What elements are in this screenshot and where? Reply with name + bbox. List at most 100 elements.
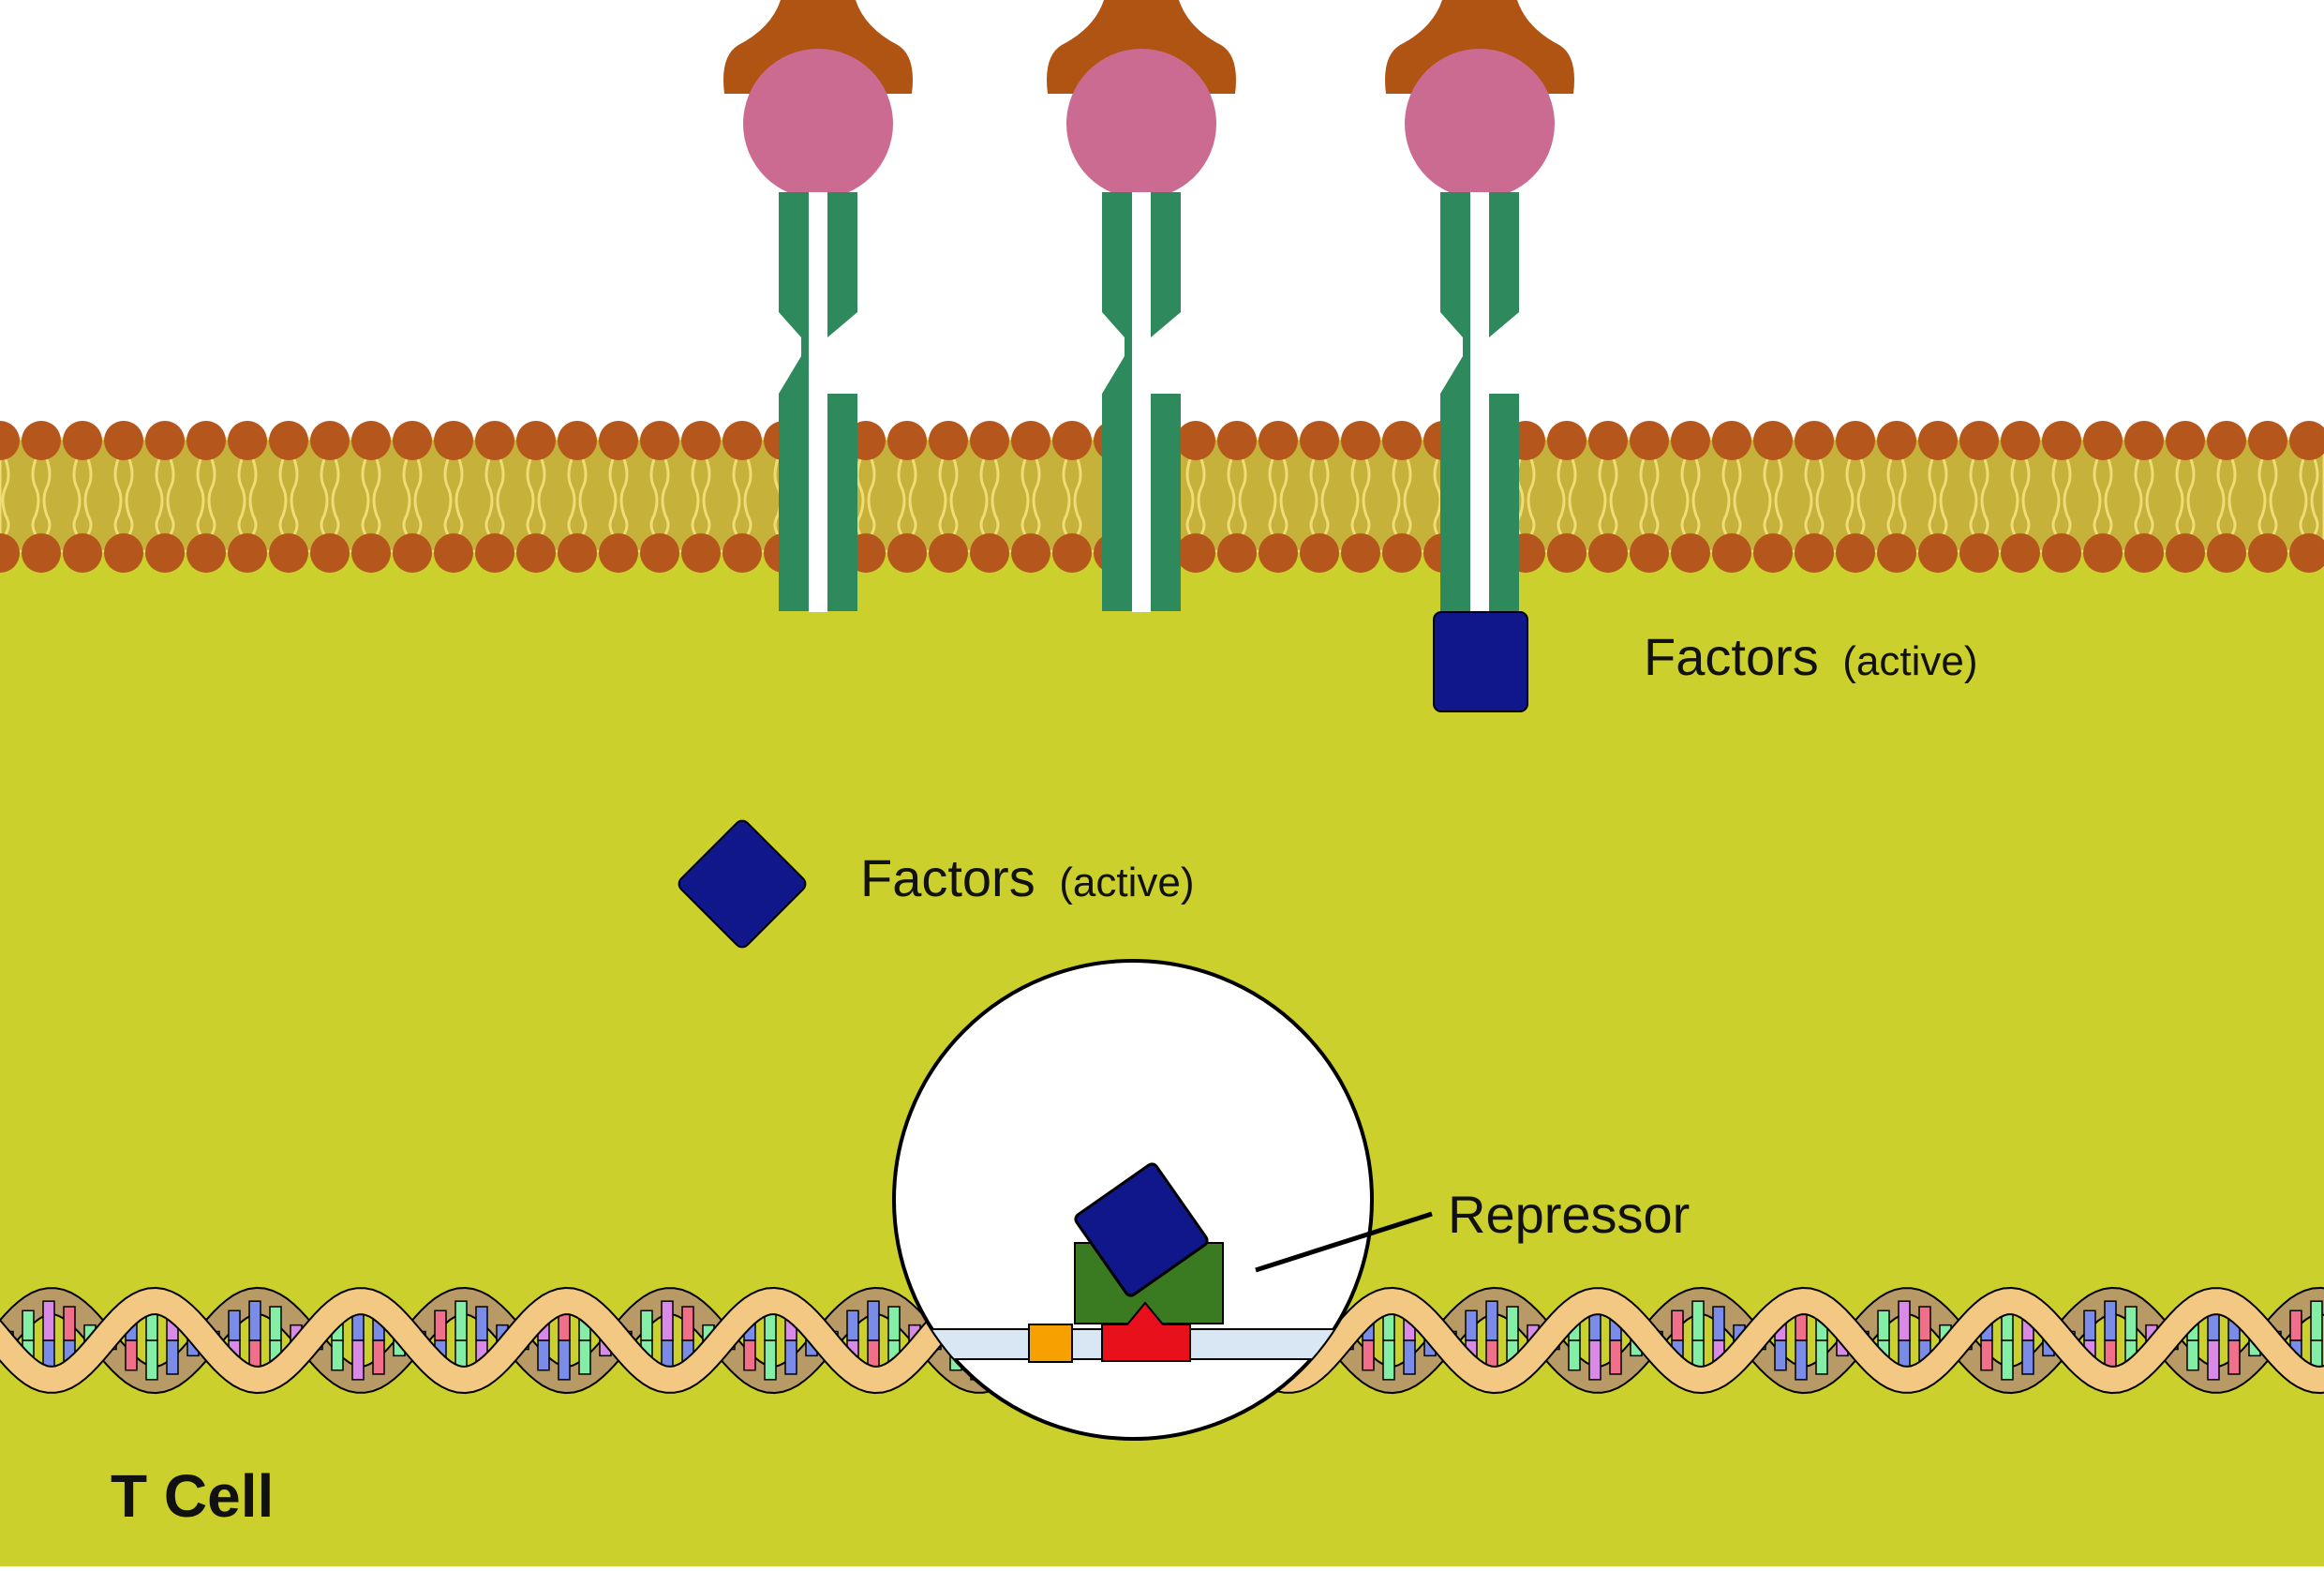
base-pair bbox=[63, 1306, 76, 1341]
factor-icon bbox=[678, 819, 807, 949]
factors-free-label: Factors (active) bbox=[860, 848, 1195, 907]
lipid-head bbox=[1959, 533, 1999, 573]
lipid-head bbox=[310, 533, 350, 573]
lipid-head bbox=[228, 533, 267, 573]
lipid-head bbox=[269, 533, 308, 573]
base-pair bbox=[434, 1309, 447, 1341]
lipid-head bbox=[1959, 421, 1999, 460]
factor-icon bbox=[1074, 1162, 1209, 1297]
lipid-head bbox=[351, 533, 391, 573]
base-pair bbox=[1506, 1306, 1519, 1341]
base-pair bbox=[2207, 1339, 2220, 1381]
lipid-head bbox=[22, 421, 61, 460]
base-pair bbox=[1877, 1309, 1890, 1341]
lipid-head bbox=[1052, 421, 1092, 460]
base-pair bbox=[2124, 1306, 2138, 1341]
lipid-head bbox=[1836, 533, 1875, 573]
lipid-head bbox=[434, 533, 473, 573]
lipid-head bbox=[1877, 533, 1916, 573]
lipid-head bbox=[351, 421, 391, 460]
lipid-head bbox=[1382, 421, 1422, 460]
lipid-head bbox=[1217, 421, 1257, 460]
lipid-head bbox=[681, 533, 721, 573]
base-pair bbox=[372, 1339, 385, 1375]
lipid-head bbox=[2207, 421, 2246, 460]
lipid-head bbox=[929, 421, 968, 460]
base-pair bbox=[1465, 1309, 1478, 1341]
base-pair bbox=[681, 1306, 694, 1341]
lipid-head bbox=[970, 533, 1009, 573]
lipid-head bbox=[2248, 421, 2287, 460]
base-pair bbox=[22, 1309, 35, 1341]
lipid-head bbox=[1753, 533, 1793, 573]
base-pair bbox=[1403, 1339, 1416, 1375]
lipid-head bbox=[1259, 421, 1298, 460]
lipid-head bbox=[434, 421, 473, 460]
lipid-head bbox=[723, 533, 762, 573]
lipid-head bbox=[2042, 533, 2081, 573]
lipid-head bbox=[681, 421, 721, 460]
lipid-head bbox=[1918, 533, 1958, 573]
lipid-head bbox=[0, 421, 20, 460]
lipid-head bbox=[1630, 533, 1669, 573]
receptor-icon bbox=[1385, 0, 1574, 612]
base-pair bbox=[661, 1300, 674, 1341]
receptor-group bbox=[723, 0, 1574, 612]
base-pair bbox=[125, 1339, 138, 1371]
lipid-head bbox=[558, 533, 597, 573]
receptor-gap bbox=[809, 192, 827, 612]
lipid-head bbox=[1259, 533, 1298, 573]
base-pair bbox=[2186, 1339, 2199, 1371]
lipid-head bbox=[2042, 421, 2081, 460]
lipid-head bbox=[1341, 533, 1380, 573]
lipid-head bbox=[393, 421, 432, 460]
lipid-head bbox=[475, 421, 514, 460]
base-pair bbox=[2227, 1339, 2241, 1375]
base-pair bbox=[1382, 1339, 1395, 1381]
lipid-head bbox=[2248, 533, 2287, 573]
base-pair bbox=[537, 1339, 550, 1371]
lipid-head bbox=[599, 533, 638, 573]
lipid-head bbox=[228, 421, 267, 460]
lipid-head bbox=[0, 533, 20, 573]
lipid-head bbox=[63, 421, 102, 460]
base-pair bbox=[42, 1300, 55, 1341]
lipid-head bbox=[723, 421, 762, 460]
base-pair bbox=[1362, 1339, 1375, 1371]
factor-icon bbox=[1433, 611, 1528, 712]
receptor-icon bbox=[1047, 0, 1236, 612]
lipid-head bbox=[1547, 421, 1587, 460]
lipid-head bbox=[104, 533, 143, 573]
lipid-head bbox=[1176, 421, 1215, 460]
receptor-chain bbox=[1102, 192, 1140, 611]
binding-site bbox=[1101, 1301, 1191, 1362]
lipid-head bbox=[1588, 533, 1628, 573]
lipid-head bbox=[2207, 533, 2246, 573]
lipid-head bbox=[1877, 421, 1916, 460]
lipid-head bbox=[1300, 533, 1339, 573]
base-pair bbox=[578, 1339, 591, 1375]
lipid-head bbox=[2166, 533, 2205, 573]
lipid-head bbox=[1795, 421, 1834, 460]
lipid-head bbox=[1588, 421, 1628, 460]
lipid-head bbox=[599, 421, 638, 460]
base-pair bbox=[145, 1339, 158, 1381]
lipid-head bbox=[2001, 533, 2040, 573]
base-pair bbox=[166, 1339, 179, 1375]
lipid-head bbox=[1671, 533, 1710, 573]
base-pair bbox=[1815, 1339, 1828, 1375]
lipid-head bbox=[63, 533, 102, 573]
receptor-gap bbox=[1132, 192, 1151, 612]
base-pair bbox=[331, 1339, 344, 1371]
lipid-head bbox=[1176, 533, 1215, 573]
lipid-head bbox=[516, 421, 556, 460]
lipid-head bbox=[1712, 421, 1751, 460]
lipid-head bbox=[1712, 533, 1751, 573]
lipid-head bbox=[2124, 533, 2164, 573]
lipid-head bbox=[145, 421, 185, 460]
lipid-head bbox=[475, 533, 514, 573]
base-pair bbox=[2021, 1339, 2034, 1375]
base-pair bbox=[2104, 1300, 2117, 1341]
base-pair bbox=[784, 1339, 797, 1375]
